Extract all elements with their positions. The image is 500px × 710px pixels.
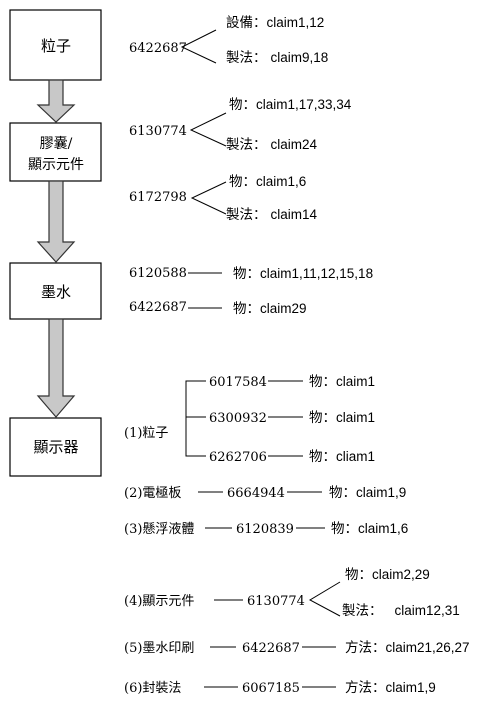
patent-number: 6130774 [129,124,187,139]
patent-number: 6422687 [129,41,187,56]
claim-line-equipment: 設備：claim1,12 [226,15,324,30]
component-display-element: (4)顯示元件 6130774 物：claim2,29 製法：claim12,3… [124,567,460,618]
patent-number: 6067185 [242,681,300,696]
component-label: (1)粒子 [124,426,168,441]
component-packaging-method: (6)封裝法 6067185 方法：claim1,9 [124,680,436,696]
patent-number: 6017584 [209,375,267,390]
arrow-ink-to-display [36,318,76,418]
patent-number: 6120839 [236,522,294,537]
patent-number: 6422687 [242,641,300,656]
claim-line-process: 製法：claim9,18 [226,50,328,65]
patent-6130774-capsule: 6130774 物：claim1,17,33,34 製法：claim24 [129,97,352,152]
stage-box-display: 顯示器 [9,417,102,477]
claim-line-method: 方法：claim1,9 [345,680,436,695]
component-suspension-liquid: (3)懸浮液體 6120839 物：claim1,6 [124,521,408,537]
patent-6422687-ink: 6422687 物：claim29 [129,300,307,316]
stage-label-display: 顯示器 [33,438,78,456]
claim-line-object: 物：cliam1 [309,449,375,464]
claim-line-object: 物：claim1,11,12,15,18 [233,266,373,281]
claim-line-process: 製法：claim24 [226,137,318,152]
component-particle: (1)粒子 6017584 物：claim1 6300932 物：claim1 … [124,374,375,465]
stage-label-capsule-line1: 膠囊/ [40,135,73,152]
patent-6120588-ink: 6120588 物：claim1,11,12,15,18 [129,266,373,281]
claim-line-process: 製法：claim14 [226,207,318,222]
component-label: (4)顯示元件 [124,594,194,609]
patent-number: 6172798 [129,190,187,205]
stage-box-ink: 墨水 [9,262,102,320]
arrow-particle-to-capsule [36,79,76,123]
patent-6422687-particle: 6422687 設備：claim1,12 製法：claim9,18 [129,15,328,65]
patent-number: 6300932 [209,411,267,426]
claim-line-object: 物：claim29 [233,301,307,316]
claim-line-object: 物：claim1 [309,410,375,425]
patent-number: 6262706 [209,450,267,465]
stage-box-particle: 粒子 [9,9,102,81]
claim-line-process: 製法：claim12,31 [342,603,460,618]
component-ink-printing: (5)墨水印刷 6422687 方法：claim21,26,27 [124,640,470,656]
stage-label-capsule-line2: 顯示元件 [28,157,84,173]
claim-line-object: 物：claim1,6 [229,174,306,189]
patent-number: 6664944 [227,486,285,501]
claim-line-object: 物：claim1 [309,374,375,389]
component-electrode-plate: (2)電極板 6664944 物：claim1,9 [124,485,406,501]
claim-line-object: 物：claim1,17,33,34 [229,97,352,112]
patent-number: 6422687 [129,300,187,315]
claim-line-method: 方法：claim21,26,27 [345,640,470,655]
patent-6172798-capsule: 6172798 物：claim1,6 製法：claim14 [129,174,318,222]
claim-line-object: 物：claim1,9 [329,485,406,500]
patent-number: 6120588 [129,266,187,281]
patent-number: 6130774 [247,594,305,609]
component-label: (6)封裝法 [124,681,181,696]
stage-label-particle: 粒子 [41,37,71,55]
component-label: (3)懸浮液體 [124,522,194,537]
component-label: (5)墨水印刷 [124,641,194,656]
component-label: (2)電極板 [124,485,181,501]
stage-label-ink: 墨水 [41,283,71,301]
claim-line-object: 物：claim2,29 [345,567,430,582]
stage-box-capsule: 膠囊/ 顯示元件 [9,122,102,182]
arrow-capsule-to-ink [36,180,76,263]
claim-line-object: 物：claim1,6 [331,521,408,536]
